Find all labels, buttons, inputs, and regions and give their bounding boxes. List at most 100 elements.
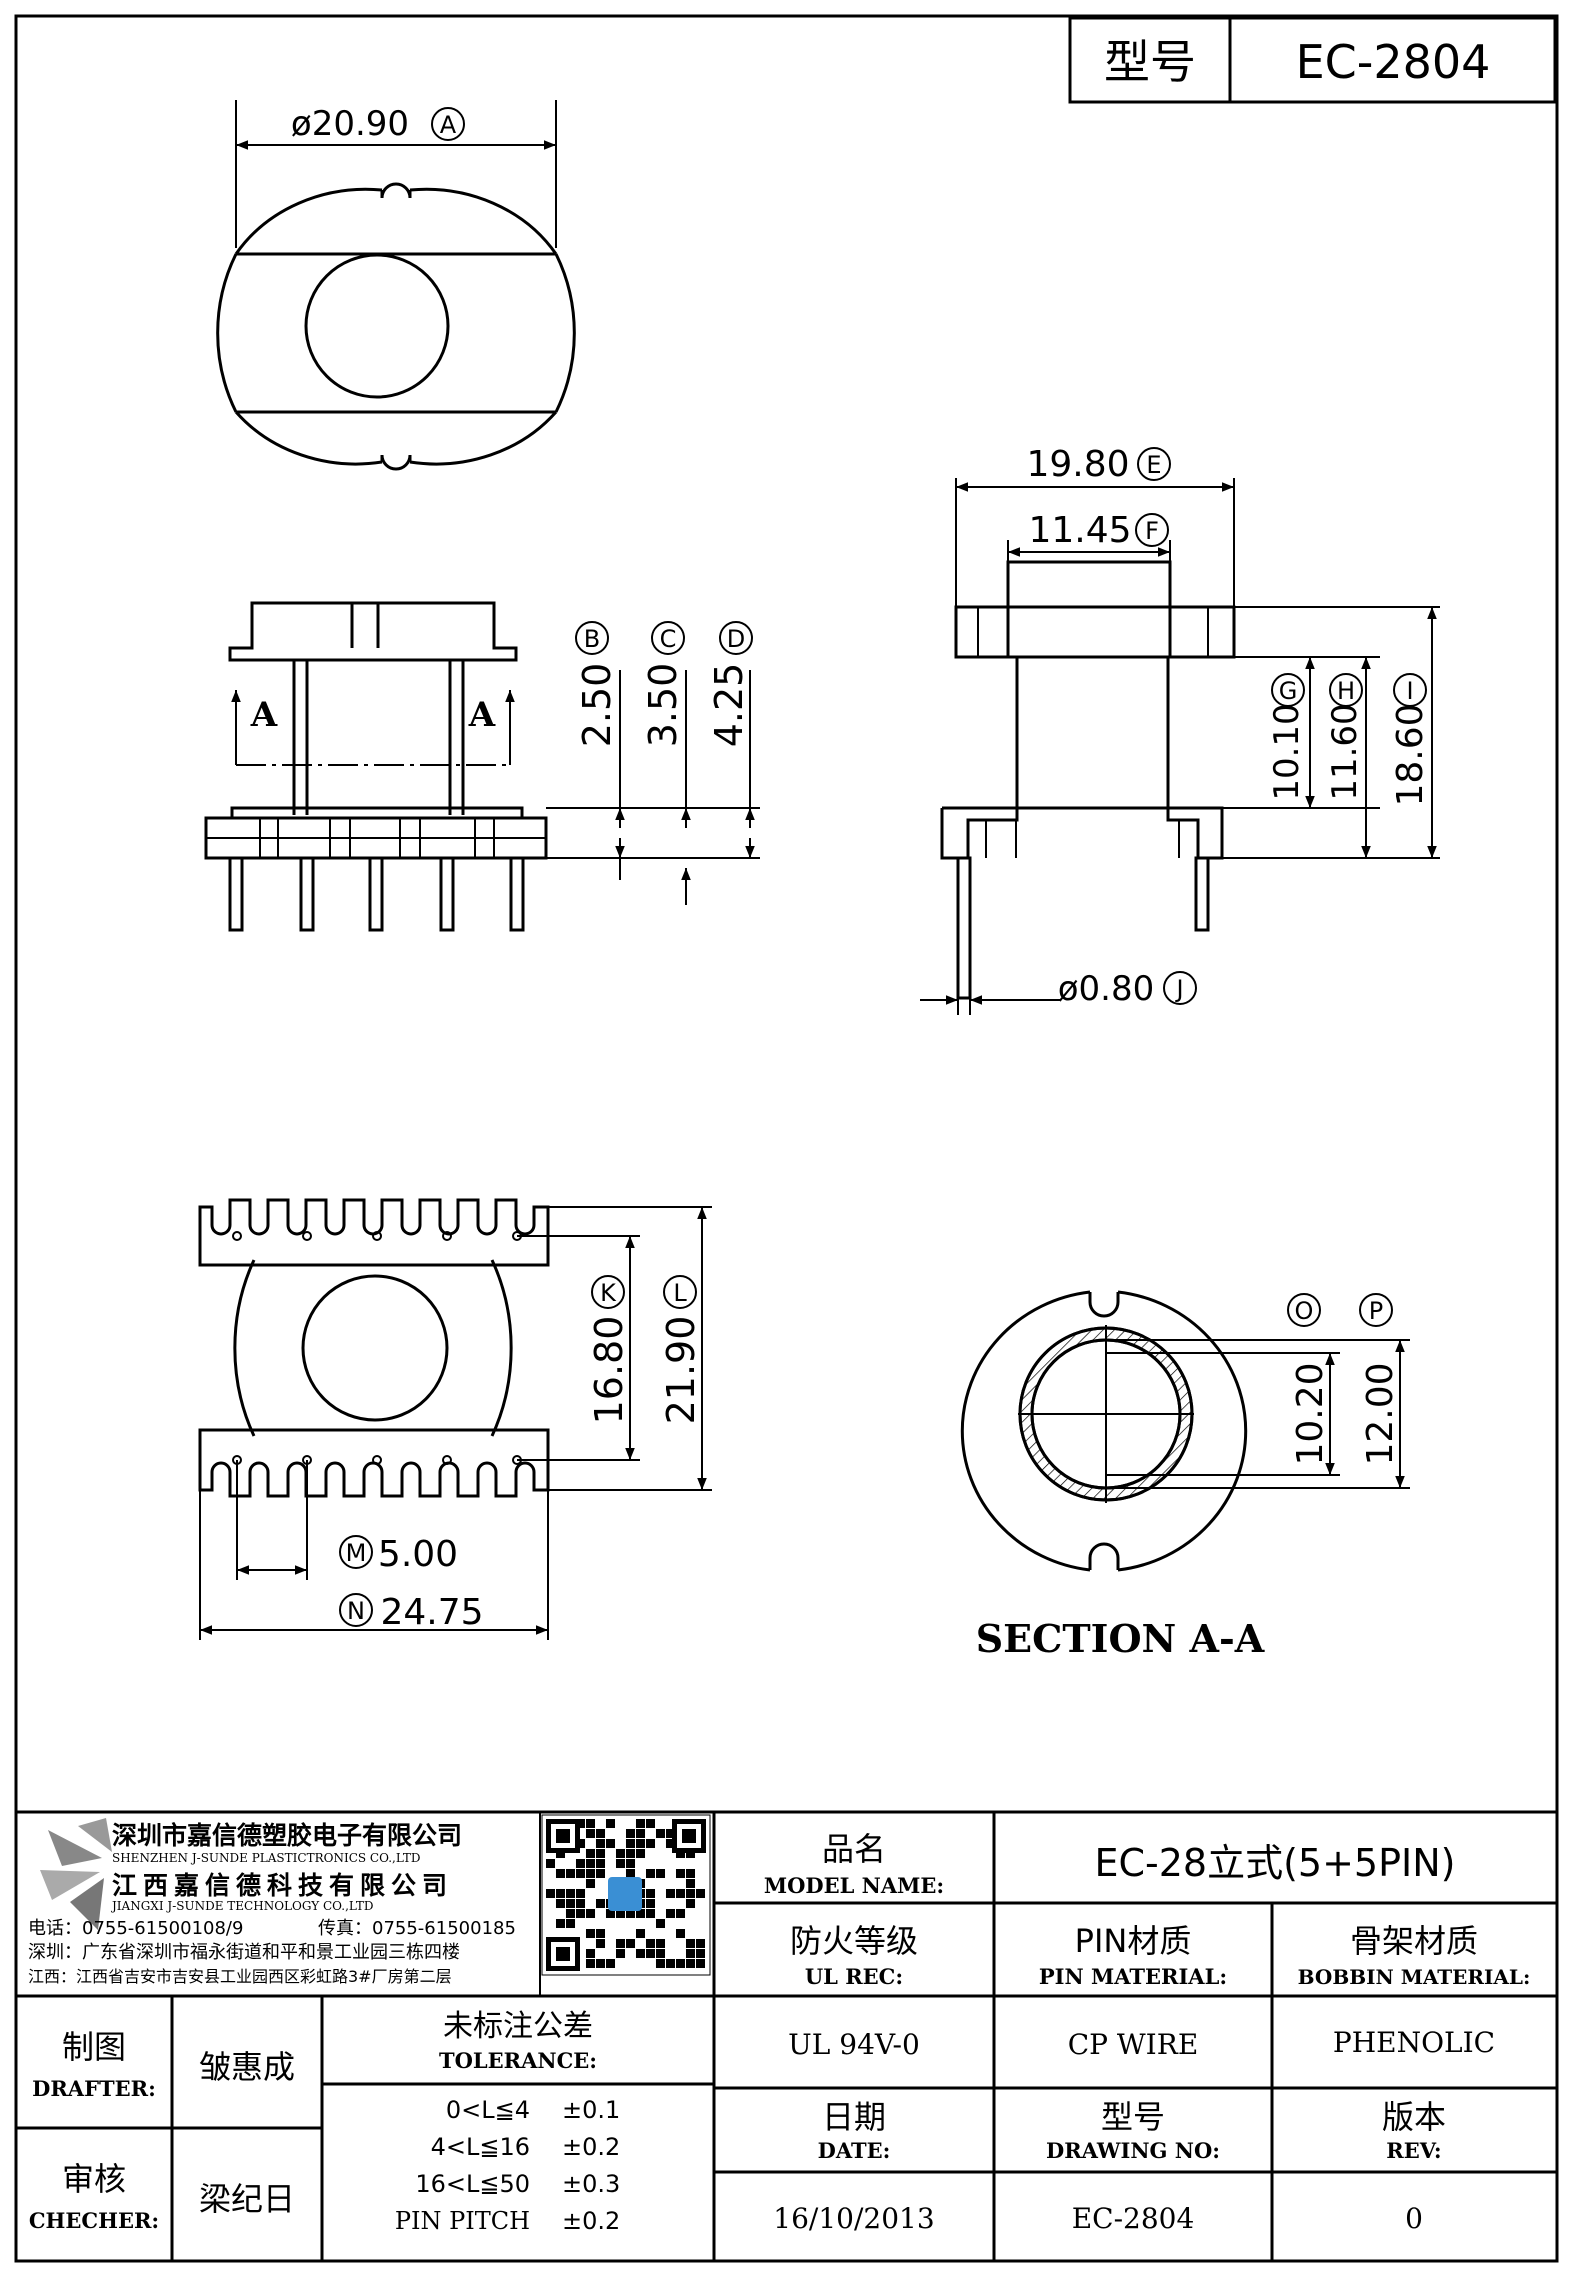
model-name-value: EC-28立式(5+5PIN) xyxy=(1094,1841,1455,1885)
drawing-no-label-cn: 型号 xyxy=(1101,2098,1165,2136)
ul-value: UL 94V-0 xyxy=(788,2028,920,2061)
dim-j-balloon: J xyxy=(1163,971,1197,1005)
rev-value: 0 xyxy=(1405,2202,1423,2235)
pin-material-label-cn: PIN材质 xyxy=(1075,1922,1192,1960)
tolerance-label-cn: 未标注公差 xyxy=(443,2009,593,2044)
tolerance-value: ±0.2 xyxy=(562,2207,620,2235)
dim-a-balloon: A xyxy=(431,107,465,141)
tolerance-table: 0<L≦4 ±0.1 4<L≦16 ±0.2 16<L≦50 ±0.3 PIN … xyxy=(395,2096,620,2235)
dim-l-balloon: L xyxy=(663,1275,697,1309)
dim-k-balloon: K xyxy=(591,1275,625,1309)
dim-d-value: 4.25 xyxy=(707,663,751,748)
dim-b-balloon: B xyxy=(575,621,609,655)
svg-text:G: G xyxy=(1279,677,1298,705)
sheet-border xyxy=(14,14,1559,2263)
dim-h-value: 11.60 xyxy=(1325,703,1365,800)
dim-p-value: 12.00 xyxy=(1360,1362,1401,1465)
dim-h-balloon: H xyxy=(1329,673,1363,707)
dim-f-balloon: F xyxy=(1135,513,1169,547)
top-view xyxy=(216,100,576,471)
company-address-jx: 江西：江西省吉安市吉安县工业园西区彩虹路3#厂房第二层 xyxy=(28,1967,452,1986)
dim-e-value: 19.80 xyxy=(1026,444,1129,485)
svg-text:I: I xyxy=(1406,677,1413,705)
company-name-en-2: JIANGXI J-SUNDE TECHNOLOGY CO.,LTD xyxy=(110,1899,374,1913)
company-name-en-1: SHENZHEN J-SUNDE PLASTICTRONICS CO.,LTD xyxy=(112,1851,420,1865)
ul-label-en: UL REC: xyxy=(805,1964,903,1989)
company-phone: 电话：0755-61500108/9 xyxy=(28,1918,243,1939)
checker-label-en: CHECHER: xyxy=(29,2208,159,2233)
date-label-en: DATE: xyxy=(818,2138,891,2163)
svg-text:J: J xyxy=(1174,975,1183,1003)
checker-label-cn: 审核 xyxy=(62,2160,126,2198)
tolerance-range: 4<L≦16 xyxy=(431,2133,530,2161)
svg-text:B: B xyxy=(584,625,600,653)
rev-label-cn: 版本 xyxy=(1382,2098,1446,2136)
company-address-sz: 深圳：广东省深圳市福永街道和平和景工业园三栋四楼 xyxy=(28,1942,460,1963)
title-block-lines xyxy=(16,1810,1557,2261)
tolerance-range: PIN PITCH xyxy=(395,2207,530,2235)
svg-text:A: A xyxy=(440,111,457,139)
dim-g-balloon: G xyxy=(1271,673,1305,707)
svg-text:M: M xyxy=(346,1539,367,1567)
drafter-name: 皱惠成 xyxy=(199,2048,295,2086)
drawing-no-value: EC-2804 xyxy=(1072,2202,1195,2235)
dim-c-balloon: C xyxy=(651,621,685,655)
company-name-cn-1: 深圳市嘉信德塑胶电子有限公司 xyxy=(112,1821,462,1850)
svg-text:C: C xyxy=(660,625,677,653)
svg-text:L: L xyxy=(673,1279,687,1307)
dim-p-balloon: P xyxy=(1359,1293,1393,1327)
section-title: SECTION A-A xyxy=(976,1616,1265,1661)
dim-b-value: 2.50 xyxy=(575,663,619,748)
pin-material-label-en: PIN MATERIAL: xyxy=(1039,1964,1227,1989)
dim-d-balloon: D xyxy=(719,621,753,655)
dim-n-balloon: N xyxy=(339,1593,373,1627)
tolerance-value: ±0.3 xyxy=(562,2170,620,2198)
tolerance-value: ±0.2 xyxy=(562,2133,620,2161)
tolerance-range: 16<L≦50 xyxy=(415,2170,530,2198)
svg-text:P: P xyxy=(1369,1297,1383,1325)
side-view xyxy=(920,478,1440,1015)
bobbin-material-label-en: BOBBIN MATERIAL: xyxy=(1298,1965,1531,1989)
dim-m-balloon: M xyxy=(339,1535,373,1569)
svg-text:F: F xyxy=(1145,517,1159,545)
bottom-view xyxy=(198,1198,712,1640)
dim-m-value: 5.00 xyxy=(378,1534,458,1575)
front-view xyxy=(204,601,760,932)
svg-text:E: E xyxy=(1146,451,1161,479)
tolerance-label-en: TOLERANCE: xyxy=(439,2048,597,2073)
section-view xyxy=(960,1290,1410,1572)
section-marker-left: A xyxy=(250,695,278,735)
drafter-label-en: DRAFTER: xyxy=(32,2076,156,2101)
tolerance-value: ±0.1 xyxy=(562,2096,620,2124)
model-name-label-en: MODEL NAME: xyxy=(764,1873,944,1898)
svg-text:D: D xyxy=(727,625,745,653)
rev-label-en: REV: xyxy=(1386,2138,1441,2163)
dim-k-value: 16.80 xyxy=(587,1316,631,1425)
ul-label-cn: 防火等级 xyxy=(790,1922,918,1960)
svg-text:H: H xyxy=(1337,677,1355,705)
dim-a-value: ø20.90 xyxy=(291,104,409,144)
drafter-label-cn: 制图 xyxy=(62,2028,126,2066)
pin-material-value: CP WIRE xyxy=(1068,2028,1199,2061)
dim-n-value: 24.75 xyxy=(380,1592,483,1633)
dim-o-value: 10.20 xyxy=(1290,1362,1331,1465)
model-name-label-cn: 品名 xyxy=(822,1830,886,1868)
dim-f-value: 11.45 xyxy=(1028,510,1131,551)
svg-text:K: K xyxy=(600,1279,617,1307)
checker-name: 梁纪日 xyxy=(199,2180,295,2218)
bobbin-material-value: PHENOLIC xyxy=(1333,2026,1495,2059)
svg-text:N: N xyxy=(347,1597,365,1625)
section-marker-right: A xyxy=(468,695,496,735)
dim-j-value: ø0.80 xyxy=(1058,969,1155,1009)
dim-o-balloon: O xyxy=(1287,1293,1321,1327)
tolerance-range: 0<L≦4 xyxy=(446,2096,530,2124)
dim-i-value: 18.60 xyxy=(1390,703,1431,806)
drawing-no-label-en: DRAWING NO: xyxy=(1046,2138,1220,2163)
company-name-cn-2: 江西嘉信德科技有限公司 xyxy=(112,1871,453,1900)
svg-text:O: O xyxy=(1295,1297,1314,1325)
dim-e-balloon: E xyxy=(1137,447,1171,481)
header-model-box: 型号 EC-2804 xyxy=(1068,16,1557,104)
header-model: EC-2804 xyxy=(1296,35,1491,89)
header-label: 型号 xyxy=(1104,35,1196,89)
qr-code xyxy=(541,1814,711,1976)
